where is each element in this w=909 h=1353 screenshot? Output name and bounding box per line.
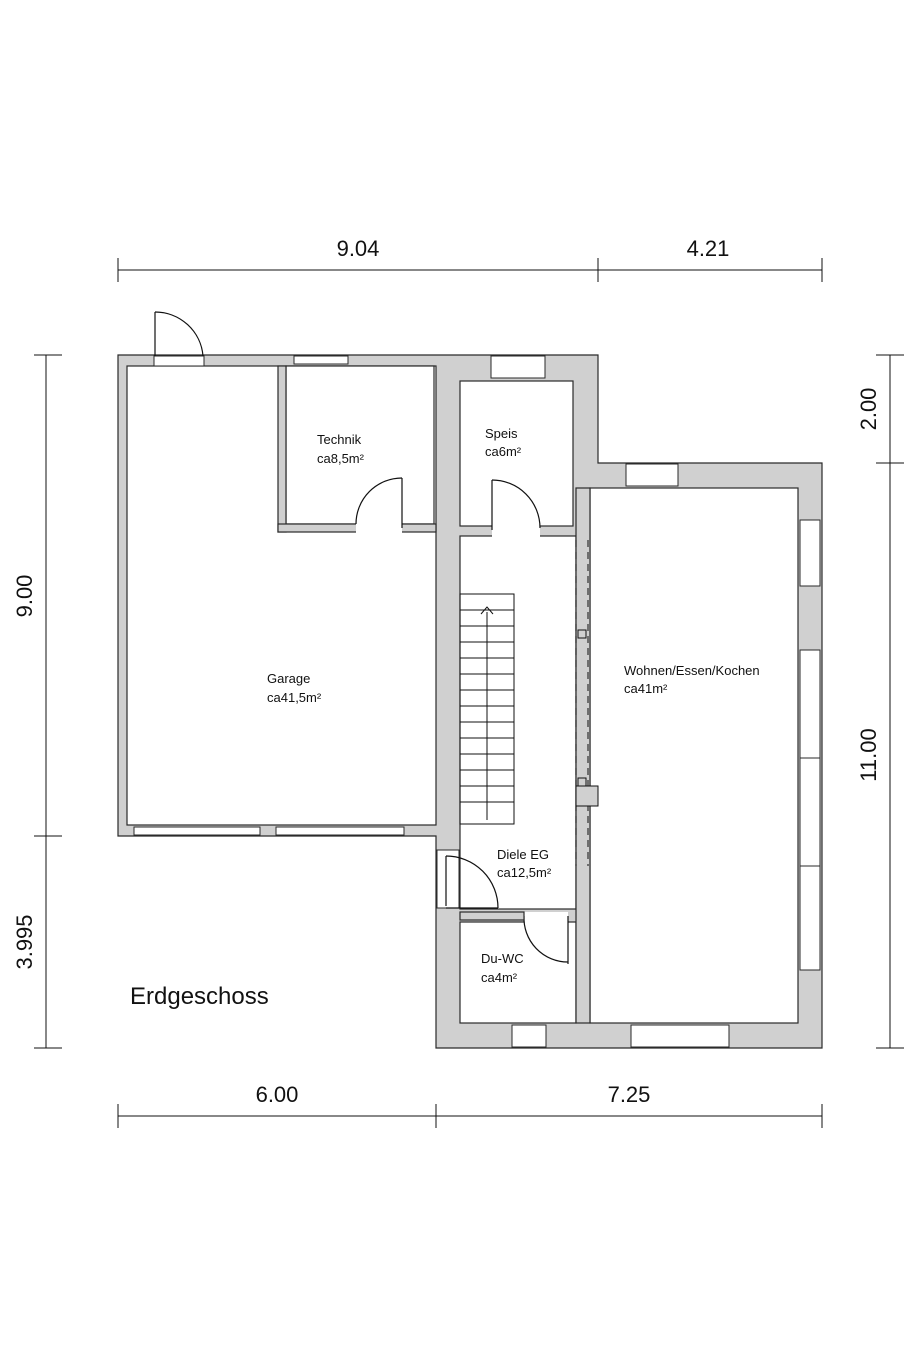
staircase [459, 593, 515, 825]
window-wohnen-east-2 [799, 649, 821, 759]
stair-arrow-icon [480, 606, 494, 615]
window-wohnen-south [630, 1024, 730, 1048]
window-wohnen-north [625, 463, 679, 487]
window-duwc-south [511, 1024, 547, 1048]
window-entrance-north [153, 355, 205, 367]
window-speis-north [490, 355, 546, 379]
chimney [575, 785, 599, 807]
room-wohnen-area-label: ca41m² [624, 681, 668, 696]
room-wohnen-area [589, 487, 799, 1024]
wall-diele-east [575, 487, 591, 1024]
dim-bottom-left: 6.00 [256, 1082, 299, 1107]
dim-right-upper: 2.00 [856, 388, 881, 431]
door-entrance [154, 311, 204, 357]
window-wohnen-east-1 [799, 519, 821, 587]
room-speis-name: Speis [485, 426, 518, 441]
dim-right-lower: 11.00 [856, 728, 881, 781]
wall-duwc-north [459, 911, 525, 921]
plan-title: Erdgeschoss [130, 983, 269, 1010]
door-technik [355, 477, 403, 534]
column-small-1 [577, 629, 587, 639]
dim-left-upper: 9.00 [12, 575, 37, 618]
room-diele-area-label: ca12,5m² [497, 865, 552, 880]
room-duwc-area [459, 921, 577, 1024]
rooms [126, 365, 799, 1024]
room-garage-area-label: ca41,5m² [267, 690, 322, 705]
wall-technik-west [277, 365, 287, 533]
dim-bottom-right: 7.25 [608, 1082, 651, 1107]
room-technik-name: Technik [317, 432, 362, 447]
window-garage-south-1 [133, 826, 261, 836]
dim-top-left: 9.04 [337, 236, 380, 261]
window-wohnen-east-3 [799, 757, 821, 867]
dim-top-right: 4.21 [687, 236, 730, 261]
window-technik-north [293, 355, 349, 365]
dimension-lines [34, 258, 904, 1128]
window-diele-west [436, 849, 460, 909]
door-diele [445, 855, 499, 909]
dim-left-lower: 3.995 [12, 914, 37, 969]
room-duwc-name: Du-WC [481, 951, 524, 966]
room-technik-area [285, 365, 435, 525]
room-garage-name: Garage [267, 671, 310, 686]
doors [154, 311, 569, 964]
column-small-2 [577, 777, 587, 787]
door-speis [491, 479, 541, 538]
window-wohnen-east-4 [799, 865, 821, 971]
windows [133, 355, 821, 1048]
room-wohnen-name: Wohnen/Essen/Kochen [624, 663, 760, 678]
room-technik-area-label: ca8,5m² [317, 451, 365, 466]
room-speis-area [459, 380, 574, 527]
room-speis-area-label: ca6m² [485, 444, 522, 459]
room-diele-name: Diele EG [497, 847, 549, 862]
window-garage-south-2 [275, 826, 405, 836]
room-duwc-area-label: ca4m² [481, 970, 518, 985]
door-duwc [523, 912, 569, 964]
